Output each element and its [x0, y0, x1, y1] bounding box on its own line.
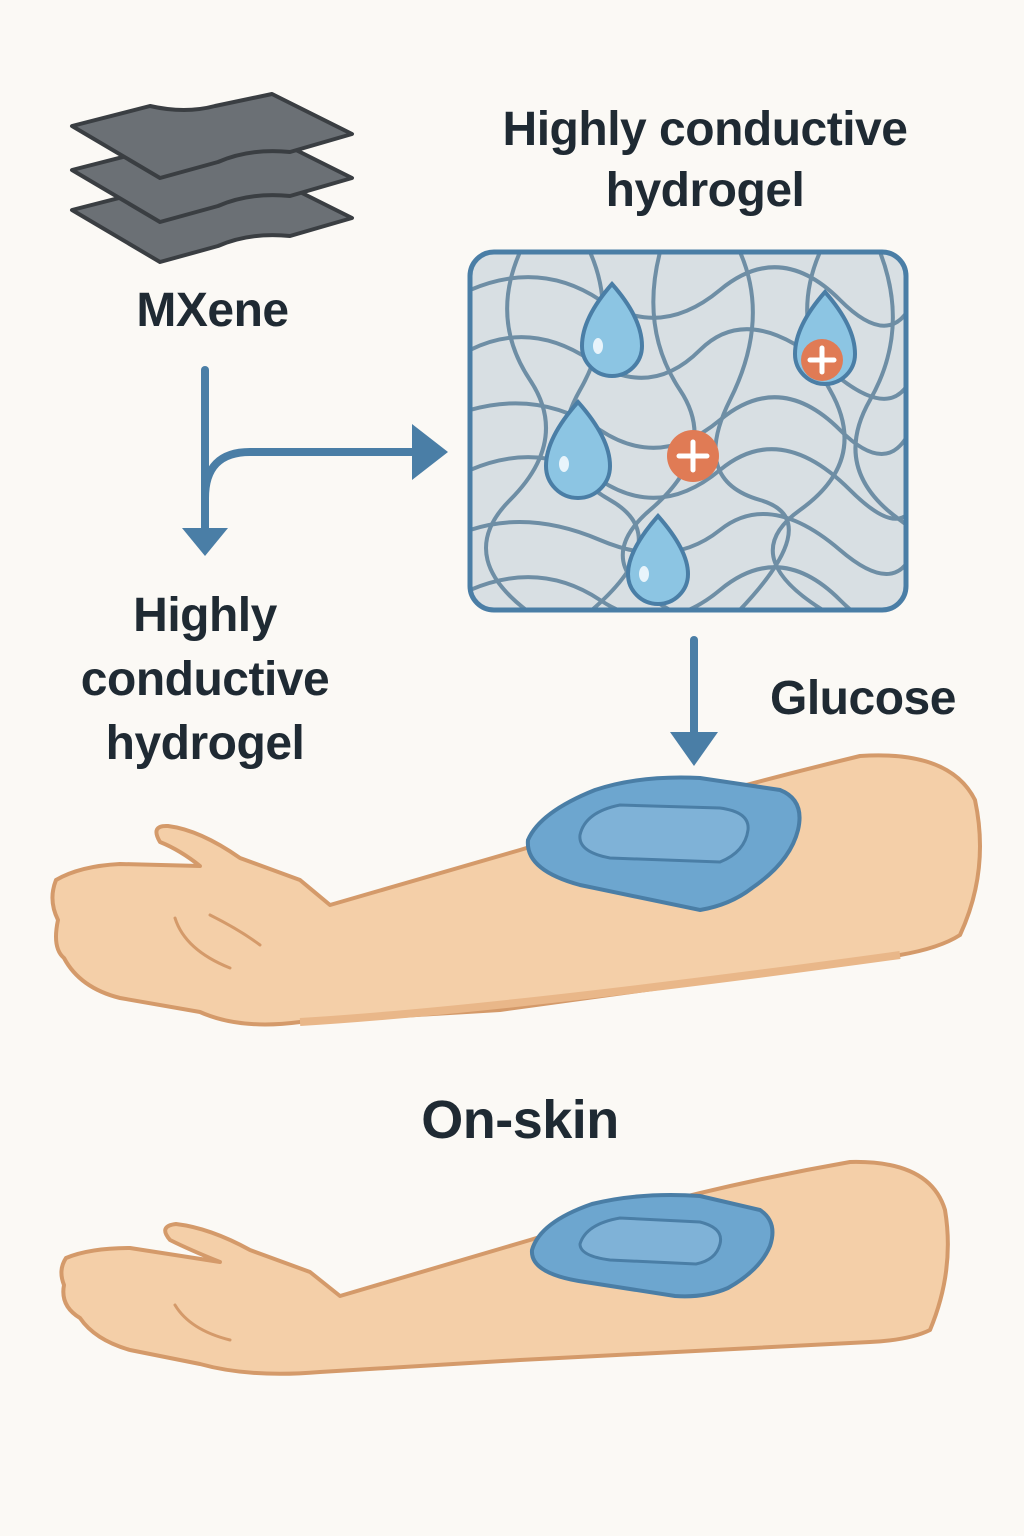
sensor-patch-icon: [525, 775, 802, 913]
arm-icon: [59, 1159, 950, 1376]
mxene-layers-icon: [70, 92, 354, 264]
glucose-label: Glucose: [770, 672, 956, 725]
on-skin-label: On-skin: [421, 1090, 619, 1150]
positive-ion-icon: [667, 430, 719, 482]
mxene-label: MXene: [136, 284, 289, 337]
water-droplet-icon: [543, 398, 613, 500]
water-droplet-icon: [625, 512, 691, 606]
water-droplet-icon: [579, 280, 645, 378]
arrow-head-right: [412, 424, 448, 480]
sensor-patch-icon: [529, 1193, 775, 1299]
arm-icon: [50, 753, 982, 1027]
arrow-down: [670, 636, 718, 766]
hydrogel-title-label: Highly conductive hydrogel: [502, 103, 908, 217]
hydrogel-side-label: Highly conductive hydrogel: [80, 589, 330, 770]
positive-ion-icon: [801, 339, 843, 381]
branch-arrow: [201, 366, 416, 532]
arrow-head-down: [182, 528, 228, 556]
